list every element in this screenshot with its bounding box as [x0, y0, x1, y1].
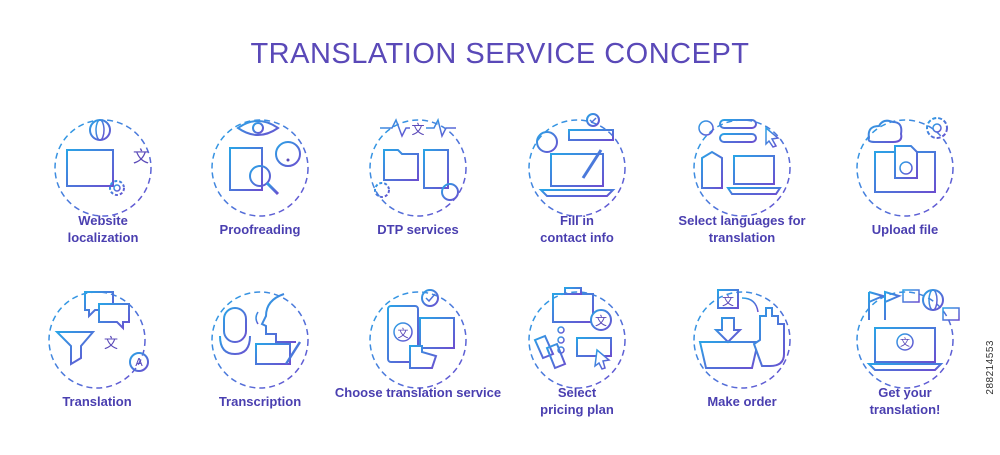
- cloud-monitor-upload-icon: [856, 117, 954, 217]
- svg-text:文: 文: [411, 123, 424, 138]
- eye-magnifier-document-icon: [211, 119, 309, 217]
- item-label: Website localization: [67, 213, 139, 245]
- microphone-head-notes-icon: [211, 291, 309, 389]
- laptop-flags-globe-icon: 文: [856, 289, 960, 389]
- briefcase-tags-icon: 文: [528, 287, 626, 389]
- svg-text:文: 文: [398, 326, 409, 340]
- item-label: Proofreading: [219, 222, 301, 237]
- item-label: Upload file: [871, 222, 939, 237]
- item-label: Choose translation service: [334, 385, 502, 400]
- language-glyph: 文: [133, 147, 149, 166]
- svg-text:文: 文: [595, 313, 607, 328]
- svg-text:文: 文: [104, 336, 118, 352]
- svg-text:文: 文: [722, 293, 734, 308]
- item-label: DTP services: [377, 222, 459, 237]
- item-label: Select pricing plan: [540, 385, 614, 417]
- basket-hand-icon: 文: [693, 289, 791, 389]
- phone-list-hand-icon: 文: [369, 289, 467, 389]
- item-label: Select languages for translation: [678, 213, 806, 245]
- page-title: TRANSLATION SERVICE CONCEPT: [250, 38, 750, 70]
- letter-a: A: [135, 356, 143, 369]
- funnel-chat-bubbles-icon: 文 A: [48, 291, 149, 389]
- item-label: Make order: [707, 394, 777, 409]
- folders-film-gear-icon: 文: [369, 117, 467, 217]
- item-label: Translation: [62, 394, 132, 409]
- website-globe-gear-icon: 文: [54, 119, 152, 217]
- laptop-form-pen-icon: [528, 113, 626, 217]
- svg-text:文: 文: [900, 336, 910, 349]
- language-list-laptop-icon: [693, 119, 791, 217]
- item-label: Fill in contact info: [540, 213, 614, 245]
- stock-id: 288214553: [985, 340, 996, 395]
- item-label: Get your translation!: [869, 385, 941, 417]
- item-label: Transcription: [218, 394, 302, 409]
